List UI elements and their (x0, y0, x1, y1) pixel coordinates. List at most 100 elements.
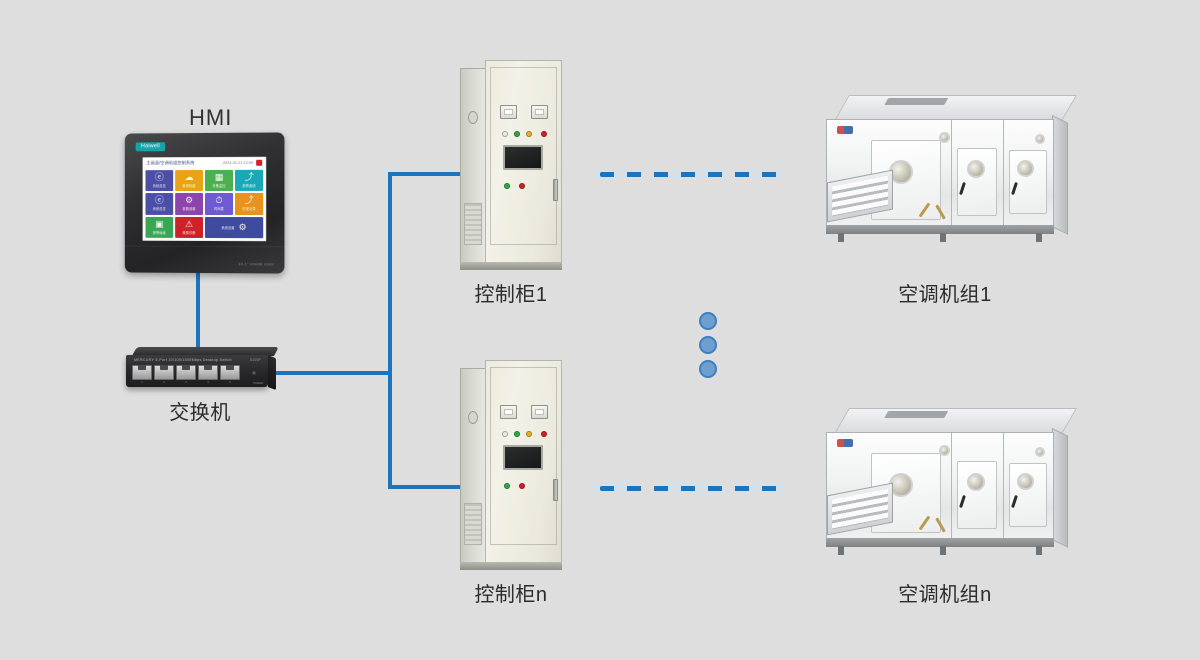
tile-label: 故障诊断 (182, 230, 196, 235)
ahu-1-label: 空调机组1 (898, 284, 992, 306)
cabinet-vent-grille (464, 503, 482, 545)
hmi-tile[interactable]: ⤴ 趋势曲线 (235, 169, 264, 192)
tile-label: 系统设置 (221, 225, 235, 230)
hmi-tile[interactable]: ⚙ 参数设置 (175, 193, 204, 215)
ethernet-port[interactable]: 5 (220, 365, 240, 384)
start-button-green[interactable] (504, 483, 510, 489)
switch-front-panel: MERCURY 5-Port 10/100/1000Mbps Desktop S… (126, 355, 268, 387)
tile-label: 报警画面 (152, 230, 166, 235)
air-handling-unit-1[interactable] (820, 95, 1078, 245)
cabinet-front-door (485, 360, 562, 570)
switch-port-row: 1 2 3 4 5 (132, 365, 240, 384)
ahu-section-divider (951, 433, 952, 541)
switch-side-surface (268, 355, 276, 391)
indicator-lamp-red (541, 131, 547, 137)
hmi-tile[interactable]: ⏱ 时间表 (204, 193, 234, 215)
control-cabinet-1[interactable] (460, 60, 562, 270)
tile-label: 新风机组 (182, 184, 196, 189)
cabinet-door-handle[interactable] (553, 479, 558, 501)
indicator-lamp-white (502, 131, 508, 137)
tile-icon: ⤴ (244, 195, 254, 206)
start-button-green[interactable] (504, 183, 510, 189)
tile-icon: ⚙ (185, 195, 194, 206)
port-number: 1 (141, 381, 143, 384)
ahu-top-surface (834, 95, 1078, 121)
hmi-tile[interactable]: ⓔ 系统总览 (145, 193, 174, 215)
ahu-gauge-port (939, 445, 950, 456)
ellipsis-dot (699, 360, 717, 378)
switch-label: 交换机 (169, 402, 231, 424)
ethernet-port[interactable]: 1 (132, 365, 152, 384)
hmi-screen-title: 主画面/空调机组控制系统 (146, 159, 195, 165)
port-number: 2 (163, 381, 165, 384)
hmi-device[interactable]: Haiwell 主画面/空调机组控制系统 2024-01-01 12:00 ⓔ … (124, 132, 285, 274)
network-switch-device[interactable]: MERCURY 5-Port 10/100/1000Mbps Desktop S… (126, 347, 279, 391)
hmi-screen[interactable]: 主画面/空调机组控制系统 2024-01-01 12:00 ⓔ 系统总览 ☁ 新… (142, 156, 267, 242)
ahu-brand-badge-icon (837, 439, 853, 447)
cabinet-touch-panel[interactable] (503, 145, 543, 170)
ahu-support-foot (1036, 546, 1042, 555)
cabinet-vent-grille (464, 203, 482, 245)
hmi-tile[interactable]: ⤴ 历史记录 (235, 193, 264, 215)
cabinet-meter-gauge (500, 405, 517, 419)
control-cabinet-n[interactable] (460, 360, 562, 570)
ahu-gauge-port (1035, 447, 1045, 457)
ahu-gauge-port (939, 132, 950, 143)
hmi-tile[interactable]: ▦ 设备监控 (204, 169, 234, 192)
control-cabinet-1-label: 控制柜1 (474, 284, 548, 306)
indicator-lamp-red (541, 431, 547, 437)
tile-icon: ▦ (214, 172, 224, 183)
cabinet-side-panel (460, 368, 486, 564)
hmi-title-label: HMI (189, 105, 233, 130)
connector-vertical-bus (388, 172, 392, 489)
hmi-tile-grid: ⓔ 系统总览 ☁ 新风机组 ▦ 设备监控 ⤴ 趋势曲线 (143, 168, 267, 241)
ahu-access-door[interactable] (957, 148, 997, 216)
ahu-support-foot (838, 546, 844, 555)
port-number: 5 (229, 381, 231, 384)
record-indicator-icon (256, 159, 263, 166)
control-cabinet-n-label: 控制柜n (474, 584, 548, 606)
port-number: 4 (207, 381, 209, 384)
tile-label: 时间表 (214, 207, 224, 212)
cabinet-meter-gauge (531, 405, 548, 419)
ahu-inspection-window (1017, 160, 1034, 177)
power-led-icon (252, 371, 256, 375)
tile-label: 参数设置 (182, 207, 196, 212)
ahu-base-frame (826, 538, 1054, 547)
hmi-tile[interactable]: ⚠ 故障诊断 (175, 216, 204, 238)
ahu-top-surface (834, 408, 1078, 434)
ahu-roof-accessory (884, 411, 949, 418)
connector-bus-to-cabinet-n (388, 485, 468, 489)
hmi-tile[interactable]: ▣ 报警画面 (145, 216, 174, 238)
hmi-chin: 10.1" inside color (124, 245, 285, 274)
ethernet-port[interactable]: 3 (176, 365, 196, 384)
indicator-lamp-yellow (526, 431, 532, 437)
indicator-lamp-white (502, 431, 508, 437)
ahu-inspection-window (967, 473, 985, 491)
ahu-section-divider (1003, 120, 1004, 228)
cabinet-door-outline (490, 367, 557, 545)
hmi-tile[interactable]: ⓔ 系统总览 (145, 170, 174, 192)
tile-icon: ⚙ (238, 221, 247, 232)
cabinet-door-handle[interactable] (553, 179, 558, 201)
indicator-lamp-green (514, 431, 520, 437)
air-handling-unit-n[interactable] (820, 408, 1078, 558)
ethernet-port[interactable]: 4 (198, 365, 218, 384)
ellipsis-dot (699, 312, 717, 330)
ahu-inspection-window (967, 160, 985, 178)
hmi-tile[interactable]: 系统设置 ⚙ (204, 216, 264, 239)
connector-hmi-to-switch (196, 272, 200, 350)
stop-button-red[interactable] (519, 183, 525, 189)
stop-button-red[interactable] (519, 483, 525, 489)
cabinet-touch-panel[interactable] (503, 445, 543, 470)
ethernet-port[interactable]: 2 (154, 365, 174, 384)
ahu-base-frame (826, 225, 1054, 234)
ahu-section-divider (951, 120, 952, 228)
port-number: 3 (185, 381, 187, 384)
hmi-tile[interactable]: ☁ 新风机组 (175, 170, 204, 192)
ahu-n-label: 空调机组n (898, 584, 992, 606)
ahu-section-divider (1003, 433, 1004, 541)
tile-icon: ⤴ (244, 172, 254, 183)
ahu-roof-accessory (884, 98, 949, 105)
ahu-main-body (826, 432, 1054, 542)
